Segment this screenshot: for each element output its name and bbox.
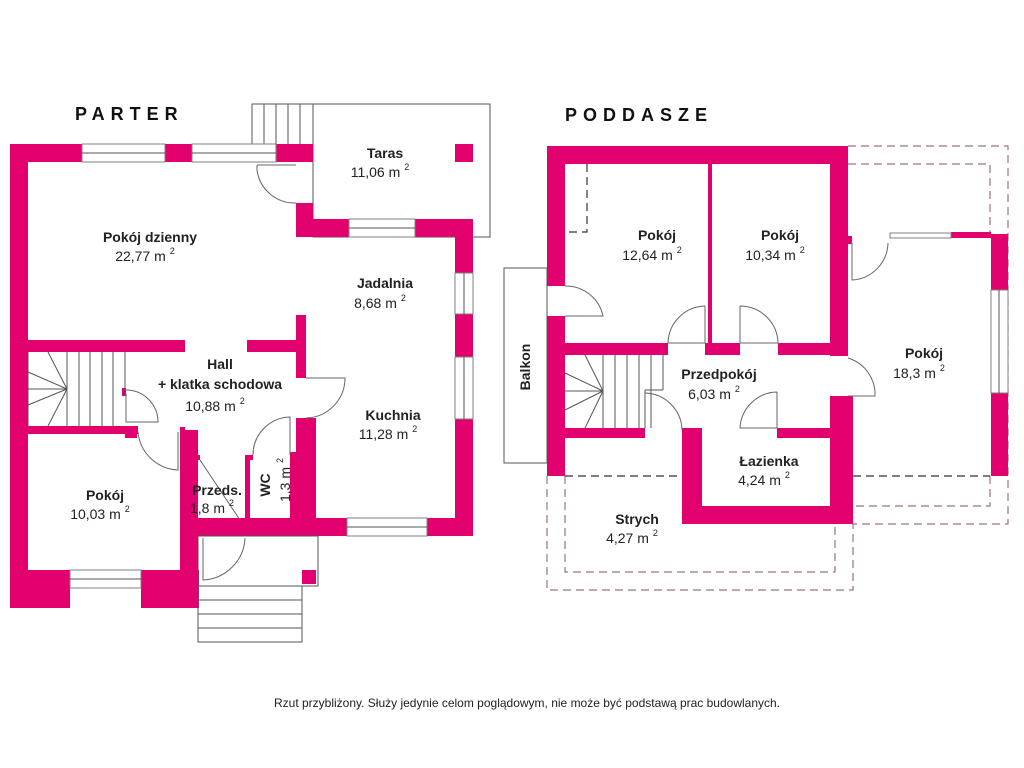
svg-text:Pokój dzienny: Pokój dzienny — [103, 229, 197, 245]
svg-text:Balkon: Balkon — [517, 344, 533, 391]
terrace-stairs — [251, 103, 314, 146]
svg-text:22,77 m2: 22,77 m2 — [115, 246, 175, 264]
ground-floor-plan: PARTER — [10, 103, 491, 643]
svg-text:Przeds.: Przeds. — [192, 482, 242, 498]
svg-text:10,88 m2: 10,88 m2 — [185, 396, 245, 414]
ground-windows — [69, 143, 474, 589]
svg-text:Hall: Hall — [207, 356, 233, 372]
terrace-pillar — [455, 144, 473, 162]
ground-doors — [125, 164, 346, 581]
attic-windows — [889, 232, 1009, 394]
svg-text:4,27 m2: 4,27 m2 — [606, 528, 658, 546]
svg-text:11,28 m2: 11,28 m2 — [359, 424, 418, 442]
entrance-porch — [197, 535, 319, 643]
svg-text:10,34 m2: 10,34 m2 — [745, 245, 805, 263]
attic-roof-outline — [546, 145, 1009, 591]
svg-text:1,3 m2: 1,3 m2 — [275, 458, 293, 502]
terrace-outline — [312, 103, 491, 238]
attic-floor-plan: PODDASZE — [503, 105, 1009, 591]
svg-text:Pokój: Pokój — [761, 227, 799, 243]
svg-text:Pokój: Pokój — [905, 345, 943, 361]
svg-text:11,06 m2: 11,06 m2 — [351, 162, 410, 180]
svg-text:12,64 m2: 12,64 m2 — [622, 245, 682, 263]
svg-text:8,68 m2: 8,68 m2 — [354, 293, 406, 311]
svg-text:Strych: Strych — [615, 511, 659, 527]
svg-text:10,03 m2: 10,03 m2 — [70, 504, 130, 522]
svg-text:Przedpokój: Przedpokój — [681, 366, 756, 382]
ground-staircase — [27, 351, 126, 427]
svg-text:Łazienka: Łazienka — [739, 453, 798, 469]
svg-text:6,03 m2: 6,03 m2 — [688, 384, 740, 402]
room-balkon: Balkon — [517, 344, 533, 391]
svg-text:1,8 m2: 1,8 m2 — [190, 498, 234, 516]
room-wc: WC 1,3 m2 — [257, 458, 293, 502]
svg-text:Pokój: Pokój — [86, 487, 124, 503]
ground-floor-title: PARTER — [75, 104, 184, 124]
attic-doors — [564, 242, 889, 431]
svg-text:+ klatka schodowa: + klatka schodowa — [158, 376, 282, 392]
attic-floor-title: PODDASZE — [565, 105, 713, 125]
attic-staircase — [564, 354, 664, 429]
svg-text:18,3 m2: 18,3 m2 — [893, 363, 945, 381]
svg-text:WC: WC — [257, 473, 273, 496]
attic-walls — [547, 146, 1008, 524]
ground-walls — [10, 144, 473, 608]
disclaimer-note: Rzut przybliżony. Służy jedynie celom po… — [274, 696, 780, 710]
svg-text:Jadalnia: Jadalnia — [357, 275, 413, 291]
svg-text:Taras: Taras — [367, 145, 404, 161]
svg-text:Pokój: Pokój — [638, 227, 676, 243]
svg-text:Kuchnia: Kuchnia — [365, 407, 420, 423]
svg-text:4,24 m2: 4,24 m2 — [738, 470, 790, 488]
